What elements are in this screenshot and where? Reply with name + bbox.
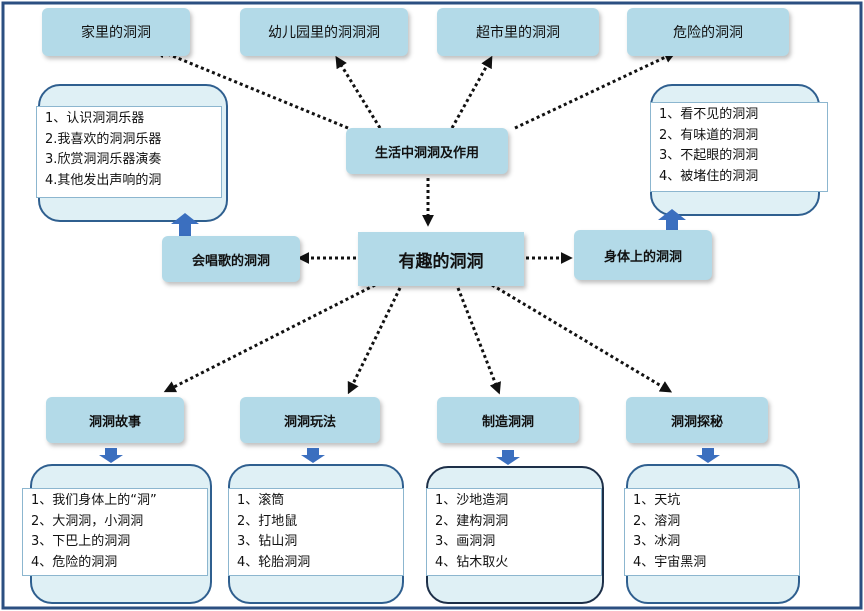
list-item: 4、被堵住的洞洞 [659,168,759,184]
list-item: 1、天坑 [633,493,681,508]
down-arrow-icon [496,450,520,465]
list-item: 2、打地鼠 [237,513,298,529]
list-item: 3、画洞洞 [435,534,496,549]
node-hole-stories-label: 洞洞故事 [88,414,141,430]
list-item: 3.欣赏洞洞乐器演奏 [45,152,162,167]
node-danger-holes-label: 危险的洞洞 [673,25,743,41]
node-exploring-holes: 洞洞探秘 [626,397,768,443]
list-item: 1、沙地造洞 [435,493,509,508]
node-hole-stories: 洞洞故事 [46,397,184,443]
play-item-list: 1、滚筒 2、打地鼠 3、钻山洞 4、轮胎洞洞 [228,488,404,576]
node-home-holes: 家里的洞洞 [42,8,190,56]
list-item: 3、下巴上的洞洞 [31,534,131,549]
list-item: 1、认识洞洞乐器 [45,111,145,126]
node-hole-games-label: 洞洞玩法 [283,414,336,430]
down-arrow-icon [696,448,720,463]
up-arrow-icon [171,213,199,237]
arrow-to-make [456,287,501,395]
arrow-to-home-holes [153,47,349,130]
node-exploring-holes-label: 洞洞探秘 [670,414,723,430]
list-item: 3、不起眼的洞洞 [659,148,759,163]
list-item: 2、有味道的洞洞 [659,127,759,143]
node-hole-games: 洞洞玩法 [240,397,380,443]
list-item: 4、宇宙黑洞 [633,554,707,570]
center-topic-label: 有趣的洞洞 [398,251,484,272]
arrow-to-supermarket-holes [450,55,493,129]
arrow-to-explore [491,283,673,393]
list-item: 2、大洞洞，小洞洞 [31,513,144,529]
list-item: 4、轮胎洞洞 [237,554,311,570]
node-singing-holes: 会唱歌的洞洞 [162,236,300,282]
node-home-holes-label: 家里的洞洞 [81,25,151,41]
node-kindergarten-holes-label: 幼儿园里的洞洞洞 [268,25,380,41]
node-supermarket-holes: 超市里的洞洞 [437,8,599,56]
story-item-list: 1、我们身体上的“洞” 2、大洞洞，小洞洞 3、下巴上的洞洞 4、危险的洞洞 [22,488,208,576]
down-arrow-icon [301,448,325,463]
list-item: 1、我们身体上的“洞” [31,493,157,508]
arrow-to-story [163,283,376,393]
explore-item-list: 1、天坑 2、溶洞 3、冰洞 4、宇宙黑洞 [624,488,800,576]
node-body-holes-label: 身体上的洞洞 [603,249,682,265]
down-arrow-icon [99,448,123,463]
node-making-holes: 制造洞洞 [437,397,579,443]
node-life-holes: 生活中洞洞及作用 [346,128,508,174]
list-item: 4、危险的洞洞 [31,554,118,570]
node-making-holes-label: 制造洞洞 [481,414,534,430]
body-item-list: 1、看不见的洞洞 2、有味道的洞洞 3、不起眼的洞洞 4、被堵住的洞洞 [650,102,828,192]
node-danger-holes: 危险的洞洞 [627,8,789,56]
node-life-holes-label: 生活中洞洞及作用 [374,145,479,161]
list-item: 3、冰洞 [633,534,681,549]
node-kindergarten-holes: 幼儿园里的洞洞洞 [240,8,408,56]
list-item: 4、钻木取火 [435,554,509,570]
arrow-to-play [347,287,402,395]
up-arrow-icon [658,209,686,233]
arrow-to-kindergarten-holes [335,55,382,129]
arrow-to-danger-holes [514,51,677,130]
singing-item-list: 1、认识洞洞乐器 2.我喜欢的洞洞乐器 3.欣赏洞洞乐器演奏 4.其他发出声响的… [36,106,222,198]
list-item: 2、溶洞 [633,513,681,529]
node-center-topic: 有趣的洞洞 [358,232,524,286]
list-item: 2、建构洞洞 [435,513,509,529]
node-body-holes: 身体上的洞洞 [574,230,712,280]
list-item: 3、钻山洞 [237,534,298,549]
list-item: 1、滚筒 [237,493,285,508]
list-item: 1、看不见的洞洞 [659,107,759,122]
make-item-list: 1、沙地造洞 2、建构洞洞 3、画洞洞 4、钻木取火 [426,488,602,576]
list-item: 4.其他发出声响的洞 [45,172,162,188]
node-supermarket-holes-label: 超市里的洞洞 [476,25,560,41]
list-item: 2.我喜欢的洞洞乐器 [45,131,162,147]
node-singing-holes-label: 会唱歌的洞洞 [191,253,270,269]
